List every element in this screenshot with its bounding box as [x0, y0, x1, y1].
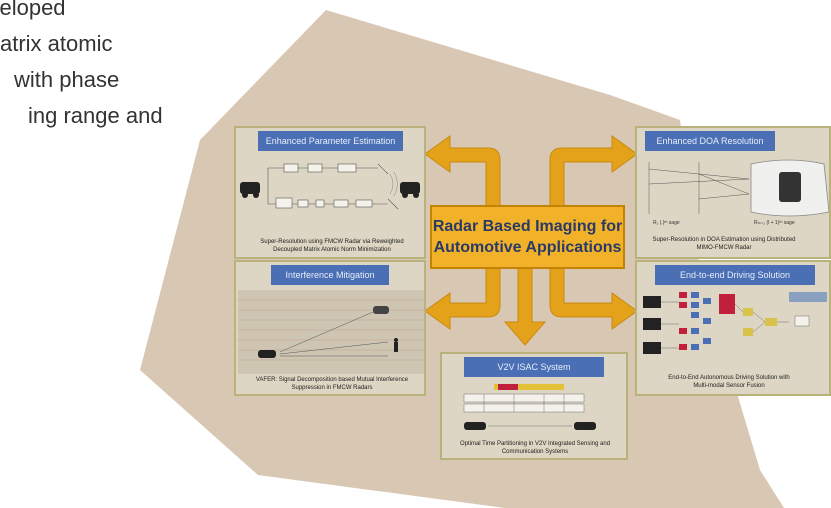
- panel-title: End-to-end Driving Solution: [655, 265, 815, 285]
- arrow-icon: [549, 135, 638, 211]
- car-icon: [240, 182, 260, 198]
- panel-v2v-isac: V2V ISAC System Optimal Time Partitionin…: [440, 352, 628, 460]
- arrow-icon: [424, 264, 501, 330]
- panel-doa-resolution: Enhanced DOA Resolution R₁ (.)ᵗʰ sage Rₘ…: [635, 126, 831, 259]
- panel-caption: VAFER: Signal Decomposition based Mutual…: [240, 376, 424, 392]
- panel-parameter-estimation: Enhanced Parameter Estimation Super-Reso…: [234, 126, 426, 259]
- param-diagram: [240, 163, 420, 210]
- arrow-icon: [549, 264, 638, 330]
- panel-caption: End-to-End Autonomous Driving Solution w…: [639, 374, 819, 390]
- background-text-line: developed: [0, 0, 66, 20]
- center-title-box: Radar Based Imaging for Automotive Appli…: [430, 205, 625, 269]
- caption-line: Suppression in FMCW Radars: [291, 385, 373, 391]
- background-text-line: ing range and: [28, 103, 163, 128]
- arrow-group: [424, 135, 638, 346]
- car-icon: [400, 182, 420, 198]
- caption-line: VAFER: Signal Decomposition based Mutual…: [255, 377, 409, 383]
- person-icon: [394, 338, 398, 352]
- center-title-line: Automotive Applications: [433, 239, 622, 256]
- svg-text:R₁ (.)ᵗʰ sage: R₁ (.)ᵗʰ sage: [653, 220, 680, 226]
- car-icon: [750, 159, 829, 217]
- caption-line: Super-Resolution using FMCW Radar via Re…: [260, 239, 404, 245]
- interference-diagram: [238, 290, 424, 374]
- caption-line: Optimal Time Partitioning in V2V Integra…: [459, 441, 611, 447]
- panel-title: V2V ISAC System: [464, 357, 604, 377]
- svg-text:Rₘ₊₁ (l + 1)ᵗʰ sage: Rₘ₊₁ (l + 1)ᵗʰ sage: [754, 220, 795, 226]
- panel-title: Enhanced DOA Resolution: [645, 131, 775, 151]
- panel-driving-solution: End-to-end Driving Solution End-to-End A…: [635, 260, 831, 396]
- caption-line: MIMO-FMCW Radar: [696, 245, 752, 251]
- panel-title: Enhanced Parameter Estimation: [258, 131, 403, 151]
- car-icon: [373, 306, 389, 314]
- v2v-diagram: [463, 384, 596, 430]
- center-title-line: Radar Based Imaging for: [432, 218, 623, 235]
- sensor-grid-icon: [679, 292, 735, 350]
- caption-line: Multi-modal Sensor Fusion: [693, 383, 765, 389]
- caption-line: Communication Systems: [501, 449, 569, 455]
- arrow-icon: [503, 264, 547, 346]
- arrow-icon: [424, 135, 501, 211]
- caption-line: End-to-End Autonomous Driving Solution w…: [668, 375, 790, 381]
- panel-caption: Optimal Time Partitioning in V2V Integra…: [444, 440, 626, 456]
- background-text-line: atrix atomic: [0, 31, 113, 56]
- background-text: developed atrix atomic with phase ing ra…: [0, 0, 200, 134]
- caption-line: Decoupled Matrix Atomic Norm Minimizatio…: [273, 247, 391, 253]
- panel-title: Interference Mitigation: [271, 265, 389, 285]
- doa-diagram: R₁ (.)ᵗʰ sage Rₘ₊₁ (l + 1)ᵗʰ sage: [648, 159, 829, 226]
- caption-line: Super-Resolution in DOA Estimation using…: [652, 237, 796, 243]
- car-icon: [574, 422, 596, 430]
- car-icon: [464, 422, 486, 430]
- car-icon: [258, 350, 276, 358]
- background-text-line: with phase: [14, 67, 120, 92]
- panel-caption: Super-Resolution in DOA Estimation using…: [639, 236, 809, 252]
- panel-caption: Super-Resolution using FMCW Radar via Re…: [240, 238, 424, 254]
- panel-interference-mitigation: Interference Mitigation VAFER: Signal De…: [234, 260, 426, 396]
- driving-diagram: [643, 292, 827, 354]
- radar-wave-icon: [389, 171, 398, 197]
